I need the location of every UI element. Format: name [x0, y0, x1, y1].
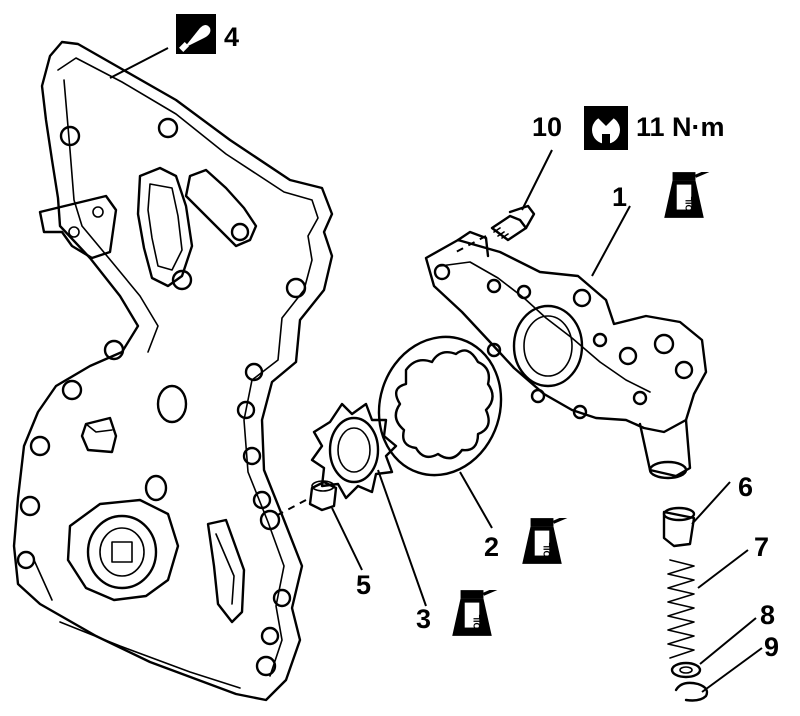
callout-4: 4	[224, 22, 239, 52]
callout-2: 2	[484, 532, 499, 562]
torque-value: 11 N·m	[636, 112, 725, 142]
callout-9: 9	[764, 632, 779, 662]
callout-6: 6	[738, 472, 753, 502]
relief-spring	[667, 559, 695, 659]
sealant-tube-icon	[176, 14, 216, 54]
relief-plunger	[662, 506, 696, 548]
oil-can-icon-1: OIL	[662, 172, 710, 218]
callout-1: 1	[612, 182, 627, 212]
timing-chain-cover	[12, 40, 334, 702]
callout-7: 7	[754, 532, 769, 562]
oil-can-icon-3: OIL	[450, 590, 498, 636]
callout-10: 10	[532, 112, 562, 142]
svg-text:OIL: OIL	[684, 196, 694, 212]
inner-rotor	[310, 402, 398, 500]
spring-seat-washer	[670, 661, 702, 679]
wrench-socket-icon	[584, 106, 628, 150]
svg-text:OIL: OIL	[542, 542, 552, 558]
pump-mounting-bolt	[490, 204, 536, 242]
oil-pump-housing	[424, 230, 708, 480]
callout-5: 5	[356, 570, 371, 600]
oil-can-icon-2: OIL	[520, 518, 568, 564]
callout-3: 3	[416, 604, 431, 634]
drive-collar	[308, 480, 338, 512]
outer-rotor	[377, 335, 503, 477]
svg-text:OIL: OIL	[472, 614, 482, 630]
callout-8: 8	[760, 600, 775, 630]
